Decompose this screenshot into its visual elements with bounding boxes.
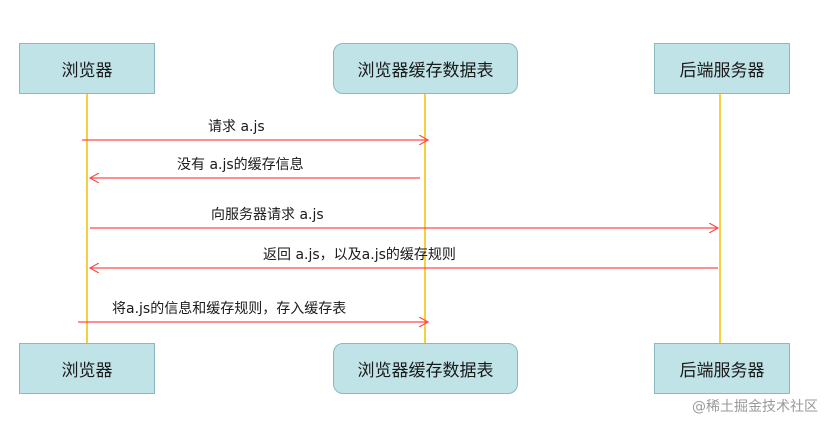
participant-server-top: 后端服务器 [654,43,790,94]
watermark: @稀土掘金技术社区 [692,399,818,415]
participant-browser-label: 浏览器 [61,361,113,381]
message-label-5: 将a.js的信息和缓存规则，存入缓存表 [112,301,347,317]
participant-browser-label: 浏览器 [61,61,113,81]
participant-cache-top: 浏览器缓存数据表 [333,43,518,94]
participant-cache-label: 浏览器缓存数据表 [357,361,494,381]
participant-cache-label: 浏览器缓存数据表 [357,61,494,81]
participant-server-label: 后端服务器 [679,361,765,381]
participant-server-bottom: 后端服务器 [654,343,790,394]
message-label-2: 没有 a.js的缓存信息 [177,157,304,173]
participant-browser-top: 浏览器 [19,43,155,94]
message-label-3: 向服务器请求 a.js [211,207,324,223]
message-label-1: 请求 a.js [208,119,265,135]
participant-cache-bottom: 浏览器缓存数据表 [333,343,518,394]
participant-browser-bottom: 浏览器 [19,343,155,394]
participant-server-label: 后端服务器 [679,61,765,81]
message-label-4: 返回 a.js，以及a.js的缓存规则 [263,247,456,263]
